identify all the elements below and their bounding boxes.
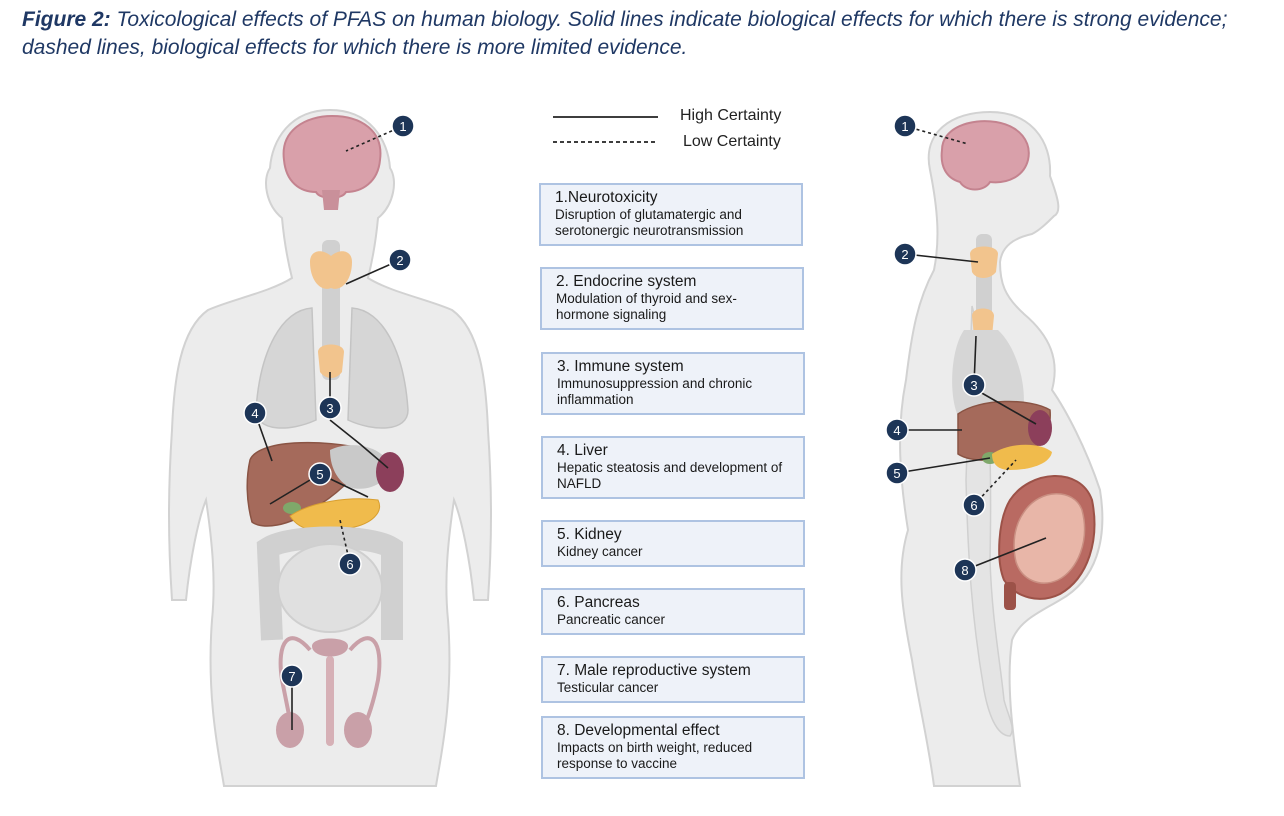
- svg-text:3: 3: [970, 378, 977, 393]
- male-testis-left: [344, 712, 372, 748]
- marker-8-pregnant[interactable]: 8: [953, 558, 977, 582]
- placenta-cord: [1004, 582, 1016, 610]
- effect-box-neurotoxicity: 1.Neurotoxicity Disruption of glutamater…: [539, 183, 803, 246]
- connector-6-pregnant: [973, 459, 1017, 506]
- legend: [553, 116, 658, 143]
- male-small-intestine: [277, 543, 383, 633]
- effect-description: Modulation of thyroid and sex-hormone si…: [556, 291, 737, 322]
- svg-text:2: 2: [396, 253, 403, 268]
- effect-description: Immunosuppression and chronic inflammati…: [557, 376, 753, 407]
- effect-description: Disruption of glutamatergic and serotone…: [555, 207, 744, 238]
- connector-5-pregnant: [896, 457, 991, 474]
- svg-text:1: 1: [901, 119, 908, 134]
- svg-text:6: 6: [346, 557, 353, 572]
- pregnant-markers: 1 2 3 4 5 6 8: [885, 114, 986, 582]
- connector-2-pregnant: [904, 253, 979, 263]
- effect-title: 2. Endocrine system: [556, 273, 697, 290]
- pregnant-kidney: [1028, 410, 1052, 446]
- effect-box-male-reproductive: 7. Male reproductive system Testicular c…: [541, 656, 805, 703]
- male-kidney-left: [283, 502, 301, 514]
- male-brainstem: [322, 190, 340, 210]
- marker-2-pregnant[interactable]: 2: [893, 242, 917, 266]
- svg-text:5: 5: [316, 467, 323, 482]
- effect-description: Pancreatic cancer: [557, 612, 666, 627]
- male-markers: 1 2 3 4 5 6 7: [243, 114, 415, 688]
- svg-text:2: 2: [901, 247, 908, 262]
- effect-title: 8. Developmental effect: [557, 722, 720, 739]
- male-body-figure: [168, 108, 492, 787]
- male-thymus: [318, 344, 344, 378]
- figure-caption: Figure 2: Toxicological effects of PFAS …: [22, 6, 1262, 62]
- effect-title: 6. Pancreas: [557, 594, 640, 611]
- connector-1-pregnant: [904, 125, 969, 145]
- connector-8-pregnant: [964, 537, 1047, 571]
- effect-title: 1.Neurotoxicity: [555, 189, 658, 206]
- marker-4-male[interactable]: 4: [243, 401, 267, 425]
- svg-text:4: 4: [893, 423, 900, 438]
- effect-box-pancreas: 6. Pancreas Pancreatic cancer: [541, 588, 805, 635]
- marker-7-male[interactable]: 7: [280, 664, 304, 688]
- marker-3-male[interactable]: 3: [318, 396, 342, 420]
- pregnant-connectors: [896, 125, 1047, 571]
- male-right-lung: [347, 307, 409, 429]
- effect-description: Hepatic steatosis and development of NAF…: [557, 460, 783, 491]
- legend-dashed-label: Low Certainty: [683, 133, 781, 150]
- pregnant-brain: [940, 120, 1030, 191]
- effect-box-kidney: 5. Kidney Kidney cancer: [541, 520, 805, 567]
- svg-text:4: 4: [251, 406, 258, 421]
- male-thyroid: [310, 251, 352, 289]
- marker-3-pregnant[interactable]: 3: [962, 373, 986, 397]
- pregnant-body-figure: [899, 110, 1104, 787]
- svg-text:7: 7: [288, 669, 295, 684]
- pregnant-pancreas: [992, 444, 1052, 470]
- marker-4-pregnant[interactable]: 4: [885, 418, 909, 442]
- effect-box-endocrine: 2. Endocrine system Modulation of thyroi…: [540, 267, 804, 330]
- effect-box-developmental: 8. Developmental effect Impacts on birth…: [541, 716, 805, 779]
- male-large-intestine: [256, 526, 403, 641]
- male-urethra: [326, 656, 334, 746]
- male-bladder: [312, 638, 348, 657]
- effect-box-liver: 4. Liver Hepatic steatosis and developme…: [541, 436, 805, 499]
- marker-6-male[interactable]: 6: [338, 552, 362, 576]
- marker-5-pregnant[interactable]: 5: [885, 461, 909, 485]
- effect-title: 3. Immune system: [557, 358, 684, 375]
- marker-6-pregnant[interactable]: 6: [962, 493, 986, 517]
- effect-description: Testicular cancer: [557, 680, 659, 695]
- svg-text:1: 1: [399, 119, 406, 134]
- effect-title: 4. Liver: [557, 442, 608, 459]
- effect-box-immune: 3. Immune system Immunosuppression and c…: [541, 352, 805, 415]
- pregnant-lung: [952, 330, 1024, 420]
- svg-text:5: 5: [893, 466, 900, 481]
- legend-solid-label: High Certainty: [680, 107, 782, 124]
- caption-label: Figure 2:: [22, 8, 111, 31]
- effect-description: Kidney cancer: [557, 544, 643, 559]
- marker-2-male[interactable]: 2: [388, 248, 412, 272]
- marker-1-male[interactable]: 1: [391, 114, 415, 138]
- marker-5-male[interactable]: 5: [308, 462, 332, 486]
- pregnant-thyroid: [970, 246, 998, 278]
- male-brain: [282, 114, 382, 199]
- male-testis-right: [276, 712, 304, 748]
- svg-text:8: 8: [961, 563, 968, 578]
- caption-text: Toxicological effects of PFAS on human b…: [22, 8, 1228, 59]
- svg-text:3: 3: [326, 401, 333, 416]
- marker-1-pregnant[interactable]: 1: [893, 114, 917, 138]
- connector-1-male: [345, 125, 404, 152]
- effect-title: 5. Kidney: [557, 526, 622, 543]
- svg-text:6: 6: [970, 498, 977, 513]
- effect-title: 7. Male reproductive system: [557, 662, 751, 679]
- effect-description: Impacts on birth weight, reduced respons…: [557, 740, 753, 771]
- male-kidney-right: [376, 452, 404, 492]
